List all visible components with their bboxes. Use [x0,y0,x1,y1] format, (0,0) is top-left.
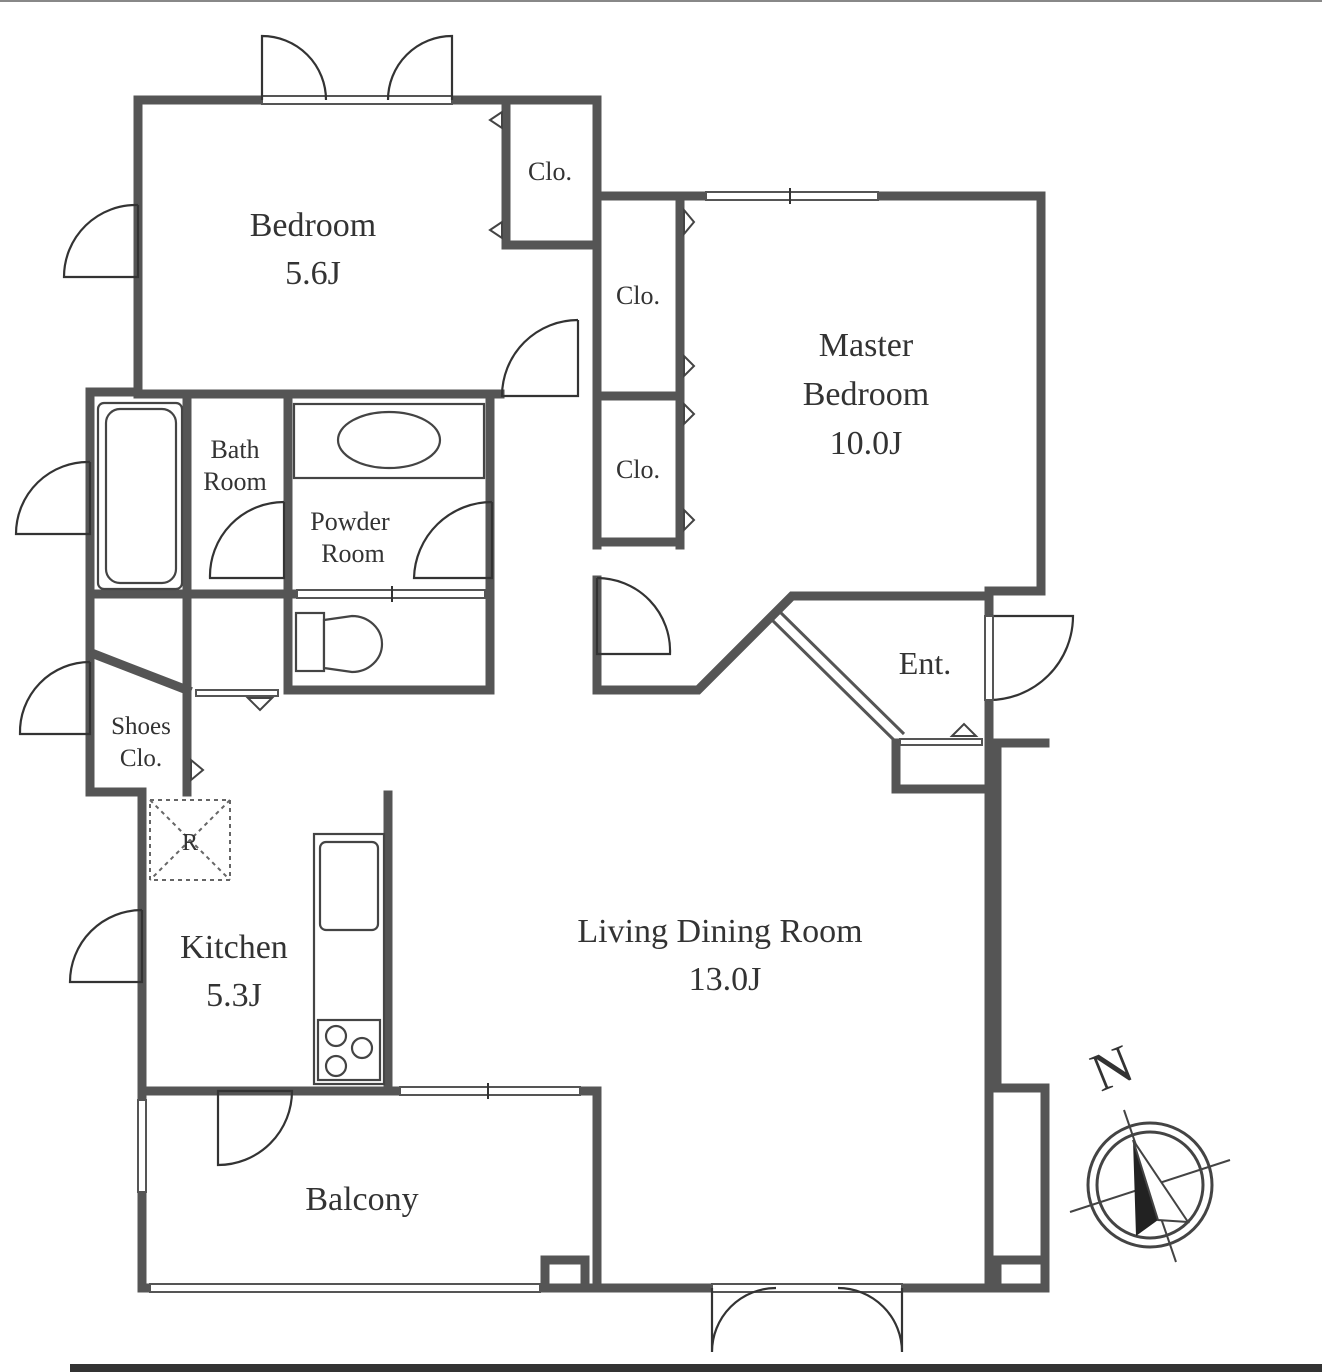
room-labels: Bedroom 5.6J Clo. Clo. Clo. Master Bedro… [111,157,951,1218]
entrance-name: Ent. [899,645,951,681]
windows [137,95,903,1293]
living-size: 13.0J [689,961,762,998]
doors [14,34,1075,1353]
compass-north-label: N [1083,1033,1142,1103]
compass-icon [1069,1109,1231,1263]
master-name-line1: Master [819,327,914,364]
master-closet-upper-label: Clo. [616,281,660,310]
master-size: 10.0J [830,425,903,462]
master-name-line2: Bedroom [803,376,930,413]
bath-line1: Bath [210,435,259,464]
compass: N [1069,1033,1231,1263]
bedroom-size: 5.6J [285,255,341,292]
kitchen-size: 5.3J [206,977,262,1014]
fridge-label: R [182,830,198,856]
shoes-line1: Shoes [111,713,171,740]
balcony-name: Balcony [305,1181,418,1218]
fixtures [96,401,486,1086]
bedroom-closet-label: Clo. [528,157,572,186]
master-closet-lower-label: Clo. [616,455,660,484]
closet-markers [190,110,979,783]
living-name: Living Dining Room [577,913,862,950]
powder-line2: Room [321,539,385,568]
bath-line2: Room [203,467,267,496]
bedroom-name: Bedroom [250,207,377,244]
kitchen-name: Kitchen [180,929,288,966]
powder-line1: Powder [310,507,390,536]
shoes-line2: Clo. [120,745,162,772]
